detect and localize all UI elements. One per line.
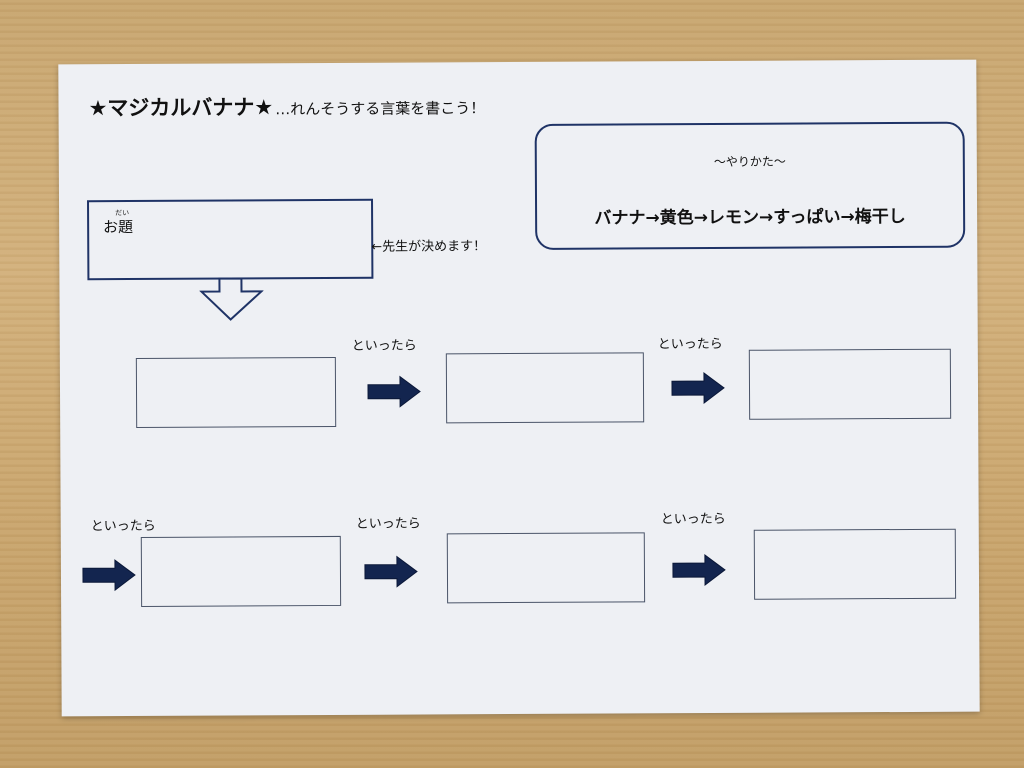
connector-label-3: といったら — [90, 518, 156, 535]
right-arrow-icon — [672, 554, 726, 587]
right-arrow-icon — [671, 372, 725, 405]
worksheet-paper: ★マジカルバナナ★…れんそうする言葉を書こう！ ～やりかた～ バナナ→黄色→レモ… — [58, 59, 980, 717]
connector-label-4: といったら — [355, 516, 421, 532]
answer-box-1[interactable] — [135, 356, 337, 429]
topic-box[interactable]: だい お題 — [87, 198, 374, 281]
connector-label-2: といったら — [657, 336, 723, 353]
answer-box-3[interactable] — [748, 348, 952, 420]
teacher-note: ←先生が決めます！ — [371, 239, 487, 255]
answer-box-2[interactable] — [445, 352, 645, 424]
answer-box-6[interactable] — [753, 528, 957, 600]
right-arrow-icon — [367, 375, 421, 408]
howto-box: ～やりかた～ バナナ→黄色→レモン→すっぱい→梅干し — [534, 121, 966, 250]
connector-label-1: といったら — [351, 338, 417, 354]
howto-heading: ～やりかた～ — [713, 154, 786, 169]
down-arrow-icon — [199, 277, 264, 321]
worksheet-title: ★マジカルバナナ★…れんそうする言葉を書こう！ — [88, 90, 485, 122]
title-subtitle: …れんそうする言葉を書こう！ — [275, 99, 486, 119]
connector-label-5: といったら — [660, 511, 726, 528]
answer-box-5[interactable] — [446, 532, 646, 604]
right-arrow-icon — [82, 559, 136, 592]
title-main: ★マジカルバナナ★ — [88, 95, 274, 121]
answer-box-4[interactable] — [140, 535, 342, 607]
howto-example: バナナ→黄色→レモン→すっぱい→梅干し — [594, 206, 906, 229]
topic-label: お題 — [103, 218, 134, 237]
right-arrow-icon — [364, 555, 418, 588]
